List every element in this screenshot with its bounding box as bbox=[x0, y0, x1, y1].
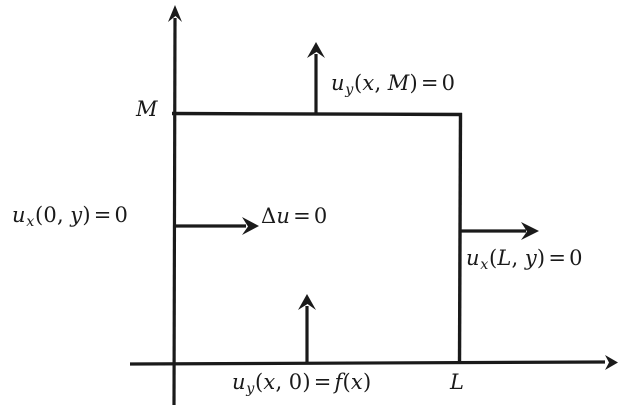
top-bc-subscript: y bbox=[345, 81, 354, 98]
right-bc-value: 0 bbox=[569, 246, 583, 270]
y-axis-tick-label-M: M bbox=[136, 99, 158, 120]
bottom-bc-subscript: y bbox=[246, 380, 255, 397]
right-outward-normal-arrow bbox=[461, 222, 539, 240]
y-axis-arrowhead bbox=[168, 5, 182, 22]
right-bc-subscript: x bbox=[480, 256, 489, 273]
domain-rectangle bbox=[171, 111, 463, 365]
laplacian-operator-symbol: Δ bbox=[261, 204, 277, 228]
top-bc-equals: = bbox=[420, 71, 439, 95]
bottom-inward-normal-arrow bbox=[298, 294, 316, 364]
laplacian-variable: u bbox=[276, 204, 291, 228]
bottom-bc-rhs-arg: x bbox=[350, 370, 363, 394]
right-normal-arrowhead bbox=[521, 222, 539, 240]
right-bc-arg-y: y bbox=[524, 246, 537, 270]
bottom-bc-equals: = bbox=[313, 370, 332, 394]
top-bc-comma: , bbox=[374, 71, 382, 95]
bottom-bc-rhs-function: f bbox=[334, 370, 343, 394]
tick-label-M-text: M bbox=[136, 97, 158, 121]
top-bc-open-paren: ( bbox=[354, 71, 363, 95]
x-axis-arrowhead bbox=[605, 355, 618, 370]
bottom-bc-rhs-close-paren: ) bbox=[362, 370, 372, 394]
right-bc-equals: = bbox=[548, 246, 567, 270]
bottom-boundary-condition-label: uy(x, 0)=f(x) bbox=[232, 370, 372, 397]
x-axis bbox=[129, 355, 618, 370]
bottom-bc-function: u bbox=[232, 370, 246, 394]
top-bc-arg-x: x bbox=[362, 71, 375, 95]
top-boundary-condition-label: uy(x, M)=0 bbox=[331, 71, 456, 98]
bottom-bc-arg-0: 0 bbox=[288, 370, 303, 394]
interior-equation-label: Δu=0 bbox=[261, 206, 327, 227]
right-bc-function: u bbox=[466, 246, 480, 270]
bottom-normal-arrowhead bbox=[298, 294, 316, 310]
top-normal-arrowhead bbox=[307, 42, 325, 58]
left-bc-close-paren: ) bbox=[82, 203, 91, 227]
laplacian-equals: = bbox=[293, 204, 311, 228]
bottom-bc-rhs-open-paren: ( bbox=[342, 370, 351, 394]
left-bc-arg-0: 0 bbox=[43, 203, 57, 227]
x-axis-line bbox=[129, 360, 606, 366]
tick-label-L-text: L bbox=[450, 370, 465, 394]
domain-right-edge bbox=[457, 112, 463, 365]
left-normal-arrowhead bbox=[242, 217, 259, 235]
left-bc-equals: = bbox=[93, 203, 112, 227]
top-bc-arg-M: M bbox=[387, 71, 410, 95]
right-bc-open-paren: ( bbox=[488, 246, 498, 270]
left-bc-comma: , bbox=[56, 203, 64, 227]
left-bc-subscript: x bbox=[26, 213, 35, 230]
left-inward-normal-arrow bbox=[173, 217, 259, 235]
y-axis bbox=[168, 5, 182, 406]
top-bc-close-paren: ) bbox=[409, 71, 418, 95]
y-axis-line bbox=[172, 17, 177, 406]
left-boundary-condition-label: ux(0, y)=0 bbox=[12, 203, 129, 230]
bottom-bc-comma: , bbox=[275, 370, 283, 394]
left-bc-value: 0 bbox=[114, 203, 129, 227]
laplacian-value: 0 bbox=[313, 204, 328, 228]
right-bc-arg-L: L bbox=[497, 246, 512, 270]
top-outward-normal-arrow bbox=[307, 42, 325, 113]
left-bc-open-paren: ( bbox=[34, 203, 44, 227]
right-bc-close-paren: ) bbox=[536, 246, 546, 270]
bottom-bc-arg-x: x bbox=[263, 370, 276, 394]
right-boundary-condition-label: ux(L, y)=0 bbox=[466, 246, 583, 273]
x-axis-tick-label-L: L bbox=[450, 372, 464, 393]
left-bc-function: u bbox=[12, 203, 26, 227]
bottom-bc-open-paren: ( bbox=[255, 370, 264, 394]
bottom-bc-close-paren: ) bbox=[302, 370, 311, 394]
top-bc-function: u bbox=[331, 71, 345, 95]
domain-top-edge bbox=[171, 111, 463, 117]
top-bc-value: 0 bbox=[441, 71, 456, 95]
right-bc-comma: , bbox=[511, 246, 519, 270]
left-bc-arg-y: y bbox=[70, 203, 83, 227]
